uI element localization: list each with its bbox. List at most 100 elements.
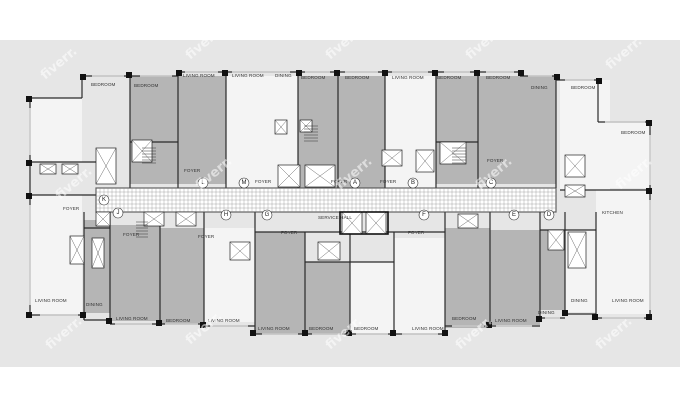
unit-letter: C xyxy=(489,180,494,186)
room-label: FOYER xyxy=(198,234,215,239)
unit-marker-k: K xyxy=(98,194,110,206)
unit-letter: J xyxy=(117,210,120,216)
unit-markers: L M A B C K J H G F E D xyxy=(98,177,555,221)
structural-column xyxy=(200,322,206,328)
room-label: FOYER xyxy=(331,179,348,184)
fixture-cross xyxy=(564,184,586,198)
fixture-cross xyxy=(61,163,79,175)
room-label: DINING xyxy=(275,73,292,78)
room-label: FOYER xyxy=(408,230,425,235)
room-label: BEDROOM xyxy=(437,75,462,80)
structural-column xyxy=(554,74,560,80)
room-label: BEDROOM xyxy=(354,326,379,331)
unit-marker-l: L xyxy=(197,177,209,189)
unshaded-room xyxy=(596,190,650,314)
structural-column xyxy=(474,70,480,76)
structural-column xyxy=(176,70,182,76)
structural-column xyxy=(592,314,598,320)
structural-column xyxy=(432,70,438,76)
structural-column xyxy=(156,320,162,326)
structural-column xyxy=(518,70,524,76)
room-label: FOYER xyxy=(63,206,80,211)
unshaded-room xyxy=(30,98,82,162)
fixture-cross xyxy=(175,211,197,227)
service-core xyxy=(339,211,389,235)
fixture-cross xyxy=(564,154,586,178)
fixture-cross xyxy=(95,147,117,185)
unit-marker-a: A xyxy=(349,177,361,189)
unshaded-room xyxy=(394,238,445,334)
structural-column xyxy=(296,70,302,76)
room-label: BEDROOM xyxy=(486,75,511,80)
shaded-room xyxy=(178,76,226,184)
structural-column xyxy=(596,78,602,84)
unit-marker-e: E xyxy=(508,209,520,221)
room-labels: LIVING ROOM LIVING ROOM DINING BEDROOM B… xyxy=(35,73,646,331)
bottom-margin xyxy=(0,367,680,407)
fixture-cross xyxy=(365,211,387,235)
unit-letter: M xyxy=(242,180,247,186)
structural-column xyxy=(80,312,86,318)
structural-column xyxy=(346,330,352,336)
room-label: DINING xyxy=(571,298,588,303)
structural-column xyxy=(26,193,32,199)
room-label: FOYER xyxy=(255,179,272,184)
structural-column xyxy=(442,330,448,336)
fixture-cross xyxy=(277,164,301,188)
structural-column xyxy=(382,70,388,76)
fixture-cross xyxy=(304,164,336,188)
room-label: LIVING ROOM xyxy=(116,316,148,321)
central-corridor xyxy=(95,187,557,213)
room-label: FOYER xyxy=(184,168,201,173)
shaded-room xyxy=(445,228,490,328)
shaded-room xyxy=(490,230,540,325)
unit-marker-d: D xyxy=(543,209,555,221)
unit-marker-g: G xyxy=(261,209,273,221)
structural-column xyxy=(646,120,652,126)
unshaded-room xyxy=(600,122,650,188)
fixtures xyxy=(39,119,587,269)
unit-marker-h: H xyxy=(220,209,232,221)
fixture-cross xyxy=(567,231,587,269)
fixture-cross xyxy=(39,163,57,175)
fixture-cross xyxy=(143,211,165,227)
structural-column xyxy=(250,330,256,336)
fixture-cross xyxy=(317,241,341,261)
unit-marker-m: M xyxy=(238,177,250,189)
room-label: BEDROOM xyxy=(91,82,116,87)
room-label: BEDROOM xyxy=(621,130,646,135)
fixture-cross xyxy=(547,229,565,251)
top-margin xyxy=(0,0,680,40)
structural-column xyxy=(106,318,112,324)
structural-column xyxy=(646,188,652,194)
structural-column xyxy=(646,314,652,320)
room-shading xyxy=(30,76,650,334)
structural-column xyxy=(80,74,86,80)
room-label: FOYER xyxy=(380,179,397,184)
structural-column xyxy=(536,316,542,322)
room-label: LIVING ROOM xyxy=(258,326,290,331)
structural-column xyxy=(126,72,132,78)
shaded-room xyxy=(305,262,350,334)
room-label: DINING xyxy=(86,302,103,307)
structural-column xyxy=(26,96,32,102)
fixture-cross xyxy=(274,119,288,135)
room-label: BEDROOM xyxy=(301,75,326,80)
room-label: BEDROOM xyxy=(134,83,159,88)
fixture-cross xyxy=(69,235,85,265)
unit-letter: E xyxy=(512,212,516,218)
unit-letter: L xyxy=(201,180,205,186)
unit-letter: D xyxy=(547,212,552,218)
unit-letter: F xyxy=(422,212,426,218)
structural-column xyxy=(26,160,32,166)
structural-column xyxy=(486,322,492,328)
room-label: BEDROOM xyxy=(452,316,477,321)
shaded-room xyxy=(130,76,178,184)
shaded-room xyxy=(436,76,478,184)
unit-letter: A xyxy=(353,180,357,186)
room-label: FOYER xyxy=(281,230,298,235)
room-label: LIVING ROOM xyxy=(612,298,644,303)
fixture-cross xyxy=(229,241,251,261)
room-label: FOYER xyxy=(487,158,504,163)
shaded-room xyxy=(110,225,160,321)
